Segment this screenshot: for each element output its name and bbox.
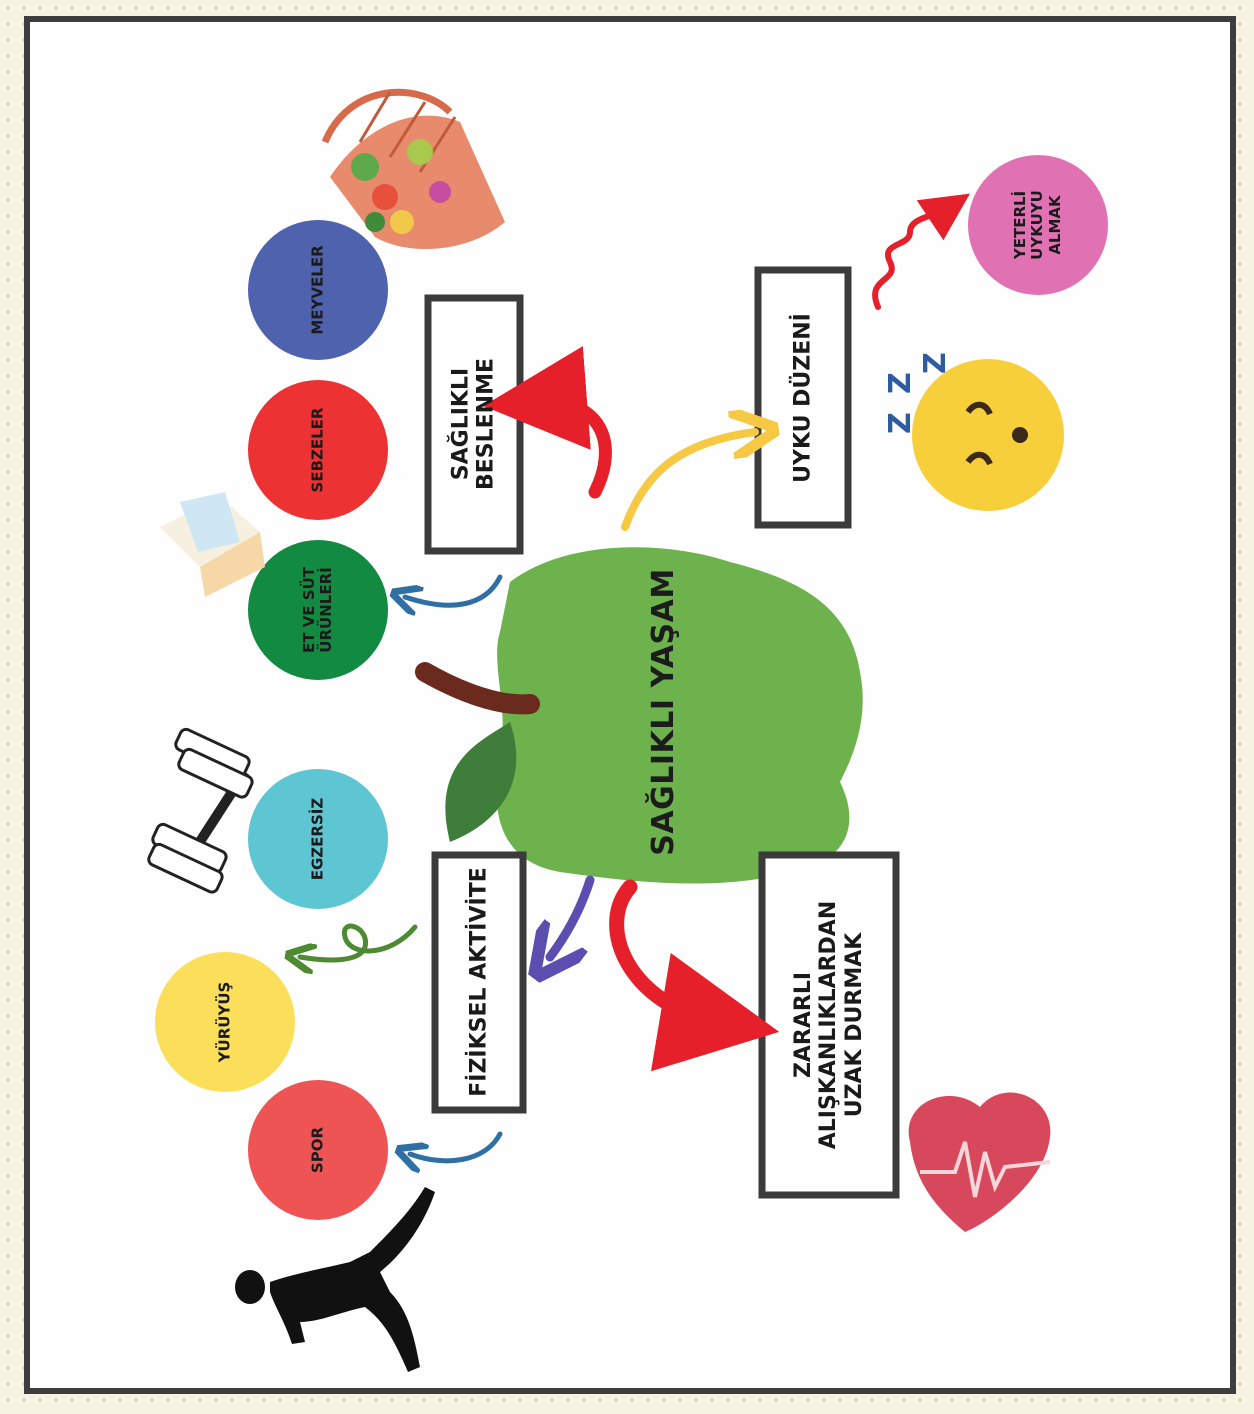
runner-icon — [235, 1187, 435, 1372]
arrow-to-habits — [609, 879, 780, 1072]
box-sleep — [754, 266, 852, 529]
circle-meat-dairy — [248, 540, 388, 680]
box-sleep-label: UYKU DÜZENİ — [790, 313, 816, 483]
arrow-to-activity — [550, 875, 595, 957]
diagram-frame: Z Z Z SAĞLIKLI YAŞAM SAĞLIKLI BESLENME U… — [24, 16, 1236, 1394]
circle-walking — [155, 952, 295, 1092]
arrow-to-walking — [300, 923, 418, 960]
box-habits — [758, 851, 900, 1199]
fruit-basket-icon — [321, 88, 505, 249]
circle-exercise — [248, 769, 388, 909]
dumbbell-icon — [147, 727, 254, 894]
arrow-to-meat-dairy — [405, 574, 503, 605]
circle-enough-sleep — [968, 155, 1108, 295]
circle-fruits — [248, 220, 388, 360]
svg-text:Z: Z — [918, 352, 953, 374]
circle-sport-label: SPOR — [308, 1126, 327, 1174]
circle-exercise-label: EGZERSİZ — [308, 797, 327, 881]
arrow-to-sleep — [621, 432, 755, 531]
page-title: SAĞLIKLI YAŞAM — [644, 560, 684, 864]
circle-meat-dairy-label: ET VE SÜT ÜRÜNLERİ — [299, 567, 335, 653]
circle-sport — [248, 1080, 388, 1220]
circle-enough-sleep-label: YETERLİ UYKUYU ALMAK — [1011, 190, 1064, 260]
circle-vegetables-label: SEBZELER — [308, 407, 327, 493]
sleeping-face-icon: Z Z Z — [883, 352, 1064, 511]
milk-carton-icon — [160, 492, 265, 597]
apple-leaf — [445, 722, 517, 842]
heartbeat-heart-icon — [908, 1092, 1051, 1232]
box-nutrition-label: SAĞLIKLI BESLENME — [448, 357, 499, 491]
arrow-to-sport — [410, 1131, 503, 1161]
circle-fruits-label: MEYVELER — [308, 245, 327, 335]
svg-text:Z: Z — [883, 372, 918, 394]
arrow-to-nutrition — [483, 346, 612, 499]
apple-stem — [415, 662, 540, 715]
box-activity-label: FİZİKSEL AKTİVİTE — [466, 867, 492, 1097]
arrow-to-enough-sleep — [872, 193, 970, 310]
circle-vegetables — [248, 380, 388, 520]
circle-walking-label: YÜRÜYÜŞ — [215, 981, 234, 1063]
box-activity — [431, 851, 527, 1114]
diagram-canvas: Z Z Z — [147, 88, 1108, 1372]
svg-text:Z: Z — [883, 412, 918, 434]
box-habits-label: ZARARLI ALIŞKANLIKLARDAN UZAK DURMAK — [791, 900, 867, 1150]
